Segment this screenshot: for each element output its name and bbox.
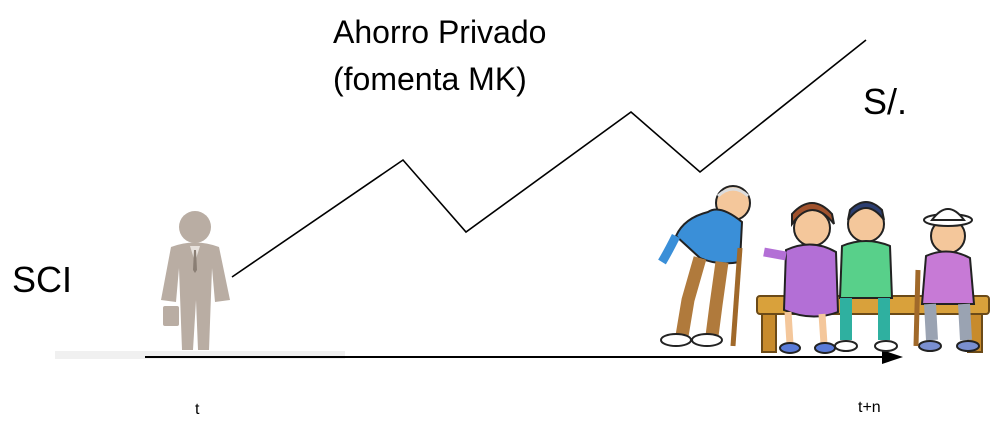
elderly-person-hat	[913, 208, 980, 352]
currency-label: S/.	[863, 81, 908, 122]
elderly-woman-purple	[763, 202, 840, 354]
businessman-icon	[161, 211, 230, 350]
start-label: SCI	[12, 259, 73, 300]
savings-title-line1: Ahorro Privado	[333, 14, 547, 50]
time-start-label: t	[195, 401, 200, 418]
elderly-man-green	[834, 201, 898, 352]
savings-title-line2: (fomenta MK)	[333, 61, 527, 97]
ground-shadow	[55, 351, 345, 359]
time-end-label: t+n	[858, 399, 881, 416]
time-axis-arrowhead	[882, 350, 903, 364]
elderly-man-standing	[658, 185, 751, 347]
savings-path-line	[231, 39, 867, 278]
